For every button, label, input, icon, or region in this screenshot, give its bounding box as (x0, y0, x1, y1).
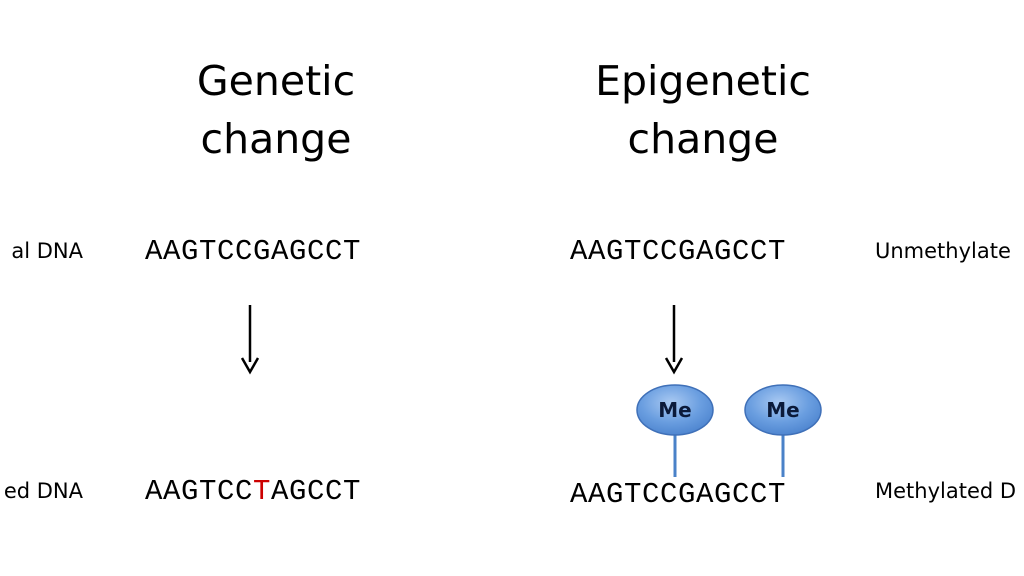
genetic-mutated-sequence: AAGTCCTAGCCT (145, 475, 361, 509)
mutated-dna-label: ed DNA (3, 479, 83, 503)
normal-dna-label: al DNA (11, 239, 83, 263)
genetic-change-title: Genetic change (126, 52, 426, 168)
point-mutation-base: T (253, 475, 272, 508)
epigenetic-title-line-2: change (627, 115, 779, 163)
epigenetic-title-line-1: Epigenetic (595, 57, 811, 105)
methyl-label: Me (766, 398, 799, 422)
sequence-prefix: AAGTCC (145, 475, 254, 508)
epigenetic-change-title: Epigenetic change (553, 52, 853, 168)
arrow-down-icon (240, 305, 260, 375)
sequence-suffix: AGCCT (271, 475, 362, 508)
methyl-group-icon: Me (636, 384, 714, 477)
epigenetic-methylated-sequence: AAGTCCGAGCCT (570, 478, 787, 511)
genetic-original-sequence: AAGTCCGAGCCT (145, 235, 362, 268)
unmethylated-dna-label: Unmethylate (875, 239, 1011, 263)
arrow-down-icon (664, 305, 684, 375)
methyl-label: Me (658, 398, 691, 422)
genetic-title-line-2: change (200, 115, 352, 163)
epigenetic-original-sequence: AAGTCCGAGCCT (570, 235, 787, 268)
methylated-dna-label: Methylated D (875, 479, 1017, 503)
genetic-title-line-1: Genetic (196, 57, 356, 105)
methyl-group-icon: Me (744, 384, 822, 477)
